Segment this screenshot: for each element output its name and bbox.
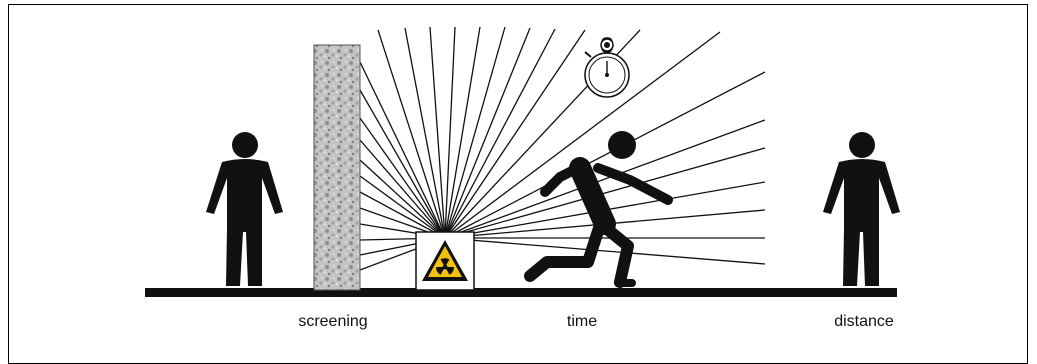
time-label: time [567, 313, 597, 331]
radiation-ray [430, 27, 445, 238]
screening-wall [314, 45, 360, 290]
radiation-ray [445, 30, 585, 238]
radiation-ray [360, 62, 445, 238]
person-standing-icon [823, 132, 900, 286]
radiation-protection-diagram [0, 0, 1037, 354]
person-running-icon [530, 131, 668, 283]
person-standing-icon [206, 132, 283, 286]
radiation-source-box [416, 232, 474, 290]
distance-label: distance [834, 313, 894, 331]
radiation-ray [360, 118, 445, 238]
screening-label: screening [298, 313, 367, 331]
stopwatch-icon [585, 38, 629, 97]
person-running [530, 131, 668, 283]
radiation-ray [445, 238, 765, 264]
radiation-ray [360, 90, 445, 238]
ground-line [145, 288, 897, 297]
person-standing-right [823, 132, 900, 286]
radiation-ray [445, 29, 555, 238]
radiation-ray [360, 176, 445, 238]
person-standing-left [206, 132, 283, 286]
